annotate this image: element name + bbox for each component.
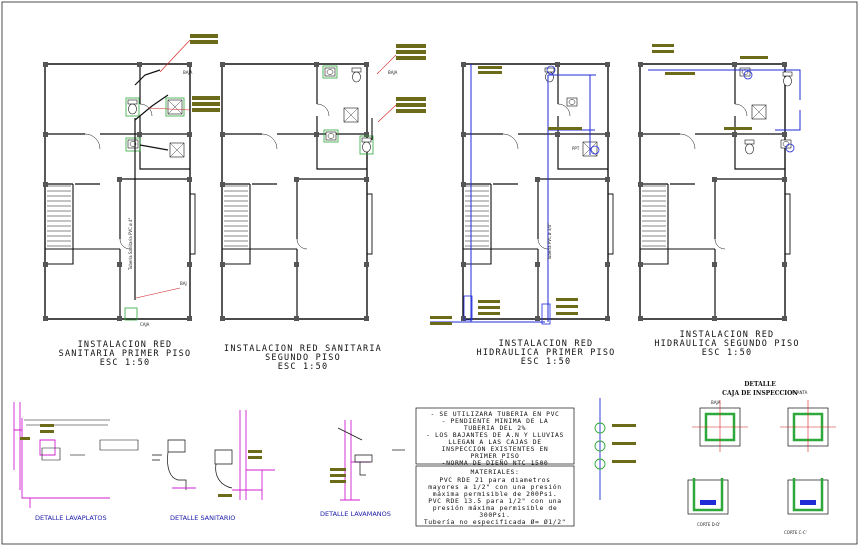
material-line-6: 300Psi.: [479, 511, 510, 519]
material-line-1: PVC RDE 21 para diametros: [439, 476, 550, 484]
caja-planta-label: PLANTA: [792, 390, 808, 395]
tag-ppt: PPT: [572, 146, 580, 151]
caja-corte-d-label: CORTE D-D': [697, 522, 720, 527]
title-plan-2-line2: SEGUNDO PISO: [265, 353, 341, 363]
detail-caja-inspeccion: DETALLE CAJA DE INSPECCION BAJA PLANTA C…: [687, 381, 836, 535]
title-plan-1-line2: SANITARIA PRIMER PISO: [59, 349, 192, 359]
title-plan-3-scale: ESC 1:50: [521, 357, 572, 367]
title-plan-1-line1: INSTALACION RED: [78, 340, 173, 350]
tag-tuberia-pvc-3-4: Tubería PVC ø 3/4": [547, 223, 552, 261]
note-line-8: -NORMA DE DIEÑO NTC 1500: [442, 458, 549, 467]
title-plan-4-line2: HIDRAULICA SEGUNDO PISO: [654, 339, 799, 349]
material-line-5: presión máxima permisible de: [433, 504, 558, 512]
title-plan-2: INSTALACION RED SANITARIA SEGUNDO PISO E…: [224, 344, 382, 372]
detail-sanitario-label: DETALLE SANITARIO: [170, 514, 235, 522]
material-line-2: mayores a 1/2" con una presión: [428, 483, 561, 491]
note-line-2: - PENDIENTE MINIMA DE LA: [442, 417, 549, 425]
tag-baja-2: BAJA: [388, 70, 398, 75]
caja-corte-c-label: CORTE C-C': [784, 530, 807, 535]
tag-baja-1: BAJA: [183, 70, 193, 75]
note-line-7: PRIMER PISO: [471, 452, 520, 460]
title-plan-3-line2: HIDRAULICA PRIMER PISO: [477, 348, 616, 358]
plan-hidraulica-segundo-piso: [637, 44, 801, 322]
title-plan-3: INSTALACION RED HIDRAULICA PRIMER PISO E…: [477, 339, 616, 367]
notes-box: - SE UTILIZARA TUBERIA EN PVC - PENDIENT…: [415, 407, 575, 467]
title-plan-4-line1: INSTALACION RED: [680, 330, 775, 340]
plan-hidraulica-primer-piso: Tubería PVC ø 3/4" PPT: [430, 61, 614, 325]
plan-sanitaria-segundo-piso: BAJA: [219, 44, 426, 322]
title-plan-2-scale: ESC 1:50: [278, 362, 329, 372]
materials-title: MATERIALES:: [471, 468, 520, 476]
detail-sanitario: DETALLE SANITARIO: [152, 410, 275, 522]
plan-sanitaria-primer-piso: BAJA BAJ CAJA Tubería Sanitaria PVC ø 4": [42, 34, 220, 327]
note-line-6: INSPECCION EXISTENTES EN: [442, 445, 549, 453]
material-line-3: máxima permisible de 200Psi.: [433, 490, 558, 498]
material-line-7: Tubería no especificada Ø= Ø1/2": [424, 518, 566, 526]
title-plan-2-line1: INSTALACION RED SANITARIA: [224, 344, 382, 354]
detail-lavamanos: DETALLE LAVAMANOS: [320, 420, 405, 518]
title-plan-1-scale: ESC 1:50: [100, 358, 151, 368]
materials-box: MATERIALES: PVC RDE 21 para diametros ma…: [415, 465, 575, 527]
caja-subtitle: CAJA DE INSPECCION: [722, 390, 798, 397]
note-line-3: TUBERIA DEL 2%: [464, 424, 526, 432]
note-line-4: - LOS BAJANTES DE A.N Y LLUVIAS: [426, 431, 564, 439]
note-line-1: - SE UTILIZARA TUBERIA EN PVC: [431, 410, 560, 418]
detail-lavaplatos-label: DETALLE LAVAPLATOS: [35, 514, 107, 522]
tag-caja-1: CAJA: [140, 322, 150, 327]
title-plan-4-scale: ESC 1:50: [702, 348, 753, 358]
detail-lavamanos-label: DETALLE LAVAMANOS: [320, 510, 391, 518]
caja-baja-label: BAJA: [711, 400, 721, 405]
title-plan-1: INSTALACION RED SANITARIA PRIMER PISO ES…: [59, 340, 192, 368]
tag-tuberia-san: Tubería Sanitaria PVC ø 4": [128, 218, 133, 271]
tag-baj-1: BAJ: [180, 281, 187, 286]
material-line-4: PVC RDE 13.5 para 1/2" con una: [428, 497, 561, 505]
detail-lavaplatos: DETALLE LAVAPLATOS: [13, 402, 139, 522]
title-plan-3-line1: INSTALACION RED: [499, 339, 594, 349]
detail-valves: [594, 398, 636, 500]
title-plan-4: INSTALACION RED HIDRAULICA SEGUNDO PISO …: [654, 330, 799, 358]
note-line-5: LLEGAN A LAS CAJAS DE: [448, 438, 541, 446]
caja-title: DETALLE: [744, 381, 776, 388]
